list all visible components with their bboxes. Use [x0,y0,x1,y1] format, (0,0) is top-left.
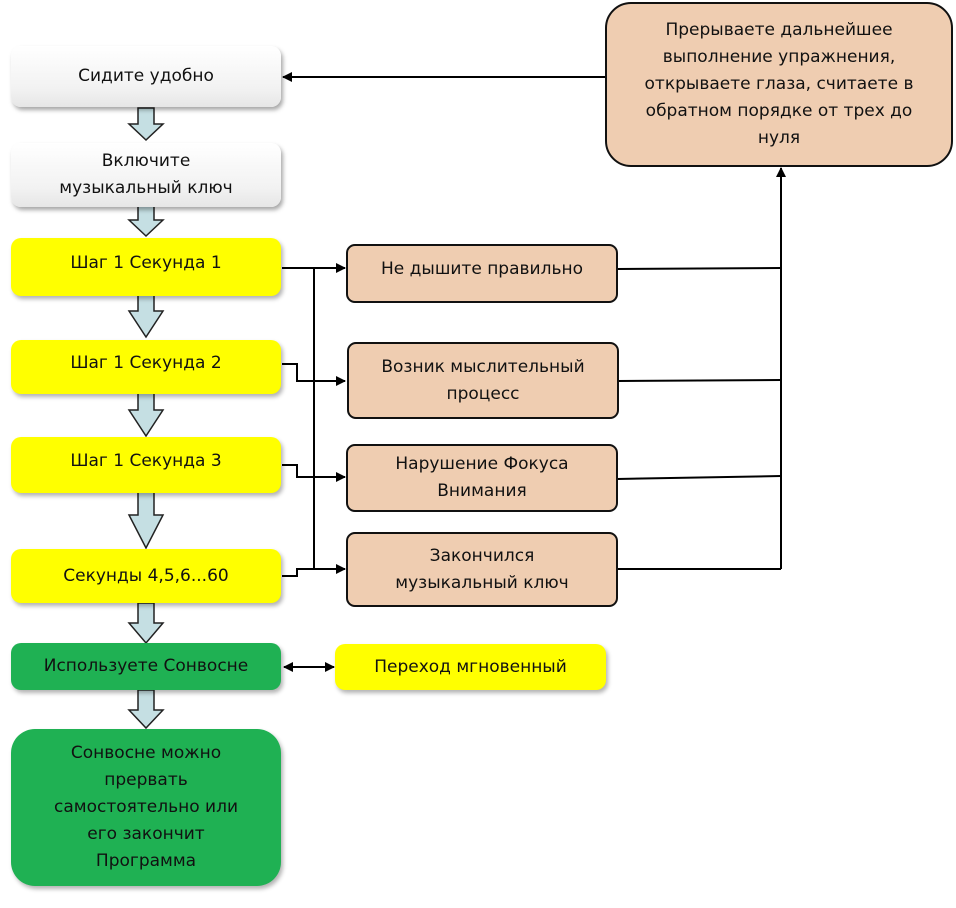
transition-label: Переход мгновенный [374,656,567,677]
flow-arrow-7 [127,689,165,730]
node-music-on-label: Включите музыкальный ключ [59,151,233,198]
condition-breath: Не дышите правильно [346,244,618,303]
node-sit-label: Сидите удобно [78,66,214,86]
interrupt-label: Прерываете дальнейшее выполнение упражне… [644,20,914,148]
node-step1-sec1: Шаг 1 Секунда 1 [11,238,281,296]
node-step1-sec3: Шаг 1 Секунда 3 [11,437,281,493]
flow-arrow-2 [127,202,165,238]
node-step1-sec3-label: Шаг 1 Секунда 3 [70,450,222,471]
node-step1-sec2-label: Шаг 1 Секунда 2 [70,352,222,373]
flow-arrow-4 [127,391,165,438]
node-step1-sec1-label: Шаг 1 Секунда 1 [70,252,222,273]
node-use-sonvosne: Используете Сонвосне [11,643,281,690]
condition-focus-label: Нарушение Фокуса Внимания [395,454,569,501]
node-step1-sec2: Шаг 1 Секунда 2 [11,340,281,394]
connector-sec2-thought [282,363,346,386]
node-use-sonvosne-label: Используете Сонвосне [43,656,249,676]
flow-arrow-3 [127,293,165,339]
connector-breath-out [616,267,782,270]
transition-box: Переход мгновенный [335,644,606,690]
flow-arrow-5 [127,489,165,550]
connector-sec3-focus [282,464,346,482]
connector-focus-out [616,475,782,480]
node-seconds-4-60: Секунды 4,5,6...60 [11,549,281,603]
flow-arrow-1 [127,107,165,142]
node-sit: Сидите удобно [11,46,281,107]
condition-thought-label: Возник мыслительный процесс [381,356,585,404]
connector-thought-out [617,379,782,382]
node-music-on: Включите музыкальный ключ [11,143,281,207]
node-seconds-4-60-label: Секунды 4,5,6...60 [63,565,229,586]
condition-thought: Возник мыслительный процесс [347,342,619,419]
node-end-label: Сонвосне можно прервать самостоятельно и… [54,743,238,871]
interrupt-box: Прерываете дальнейшее выполнение упражне… [605,2,953,167]
flow-arrow-6 [127,602,165,645]
condition-music-end-label: Закончился музыкальный ключ [395,545,569,593]
condition-music-end: Закончился музыкальный ключ [346,532,618,607]
condition-focus: Нарушение Фокуса Внимания [346,444,618,512]
node-end: Сонвосне можно прервать самостоятельно и… [11,729,281,886]
condition-breath-label: Не дышите правильно [381,259,583,279]
connector-sec4-musicend [282,564,346,577]
